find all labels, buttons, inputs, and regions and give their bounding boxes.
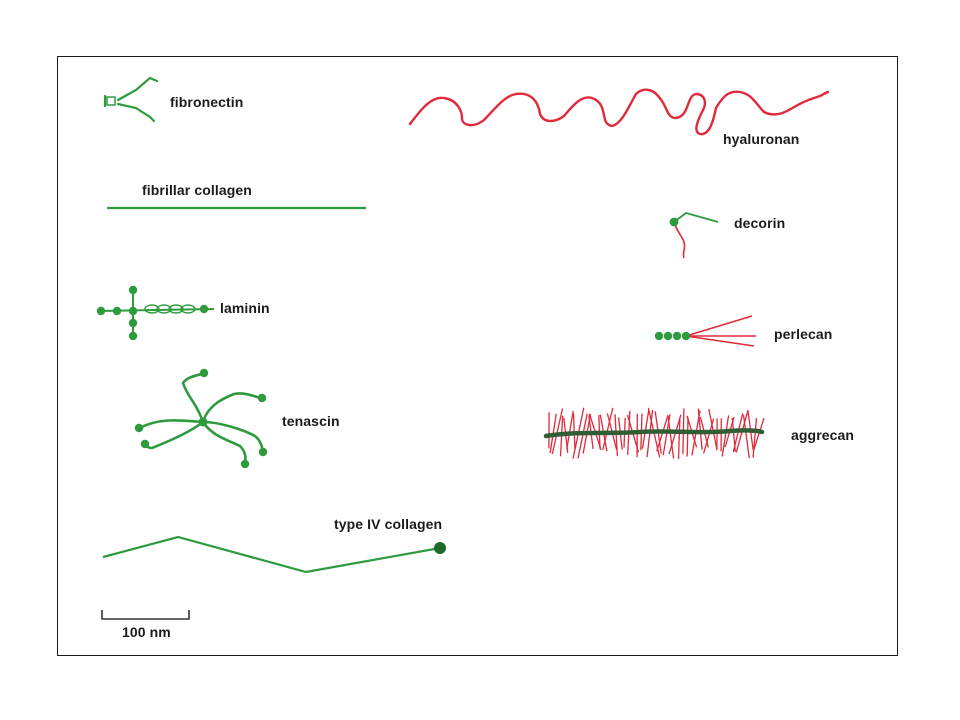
hyaluronan-label: hyaluronan — [723, 131, 800, 147]
type-iv-collagen-shape — [102, 535, 446, 574]
fibrillar-collagen-label: fibrillar collagen — [142, 182, 252, 198]
scale-bar-label: 100 nm — [122, 624, 171, 640]
fibronectin-label: fibronectin — [170, 94, 244, 110]
laminin-shape — [96, 285, 215, 341]
fibronectin-shape — [103, 76, 159, 123]
tenascin-shape — [134, 368, 268, 469]
perlecan-shape — [654, 315, 756, 347]
decorin-shape — [669, 212, 719, 259]
tenascin-label: tenascin — [282, 413, 340, 429]
scale-bar — [101, 610, 190, 620]
aggrecan-shape — [543, 407, 765, 459]
hyaluronan-shape — [408, 88, 830, 136]
aggrecan-label: aggrecan — [791, 427, 855, 443]
perlecan-label: perlecan — [774, 326, 833, 342]
laminin-label: laminin — [220, 300, 270, 316]
decorin-label: decorin — [734, 215, 786, 231]
diagram-frame — [57, 56, 898, 656]
type-iv-collagen-label: type IV collagen — [334, 516, 443, 532]
